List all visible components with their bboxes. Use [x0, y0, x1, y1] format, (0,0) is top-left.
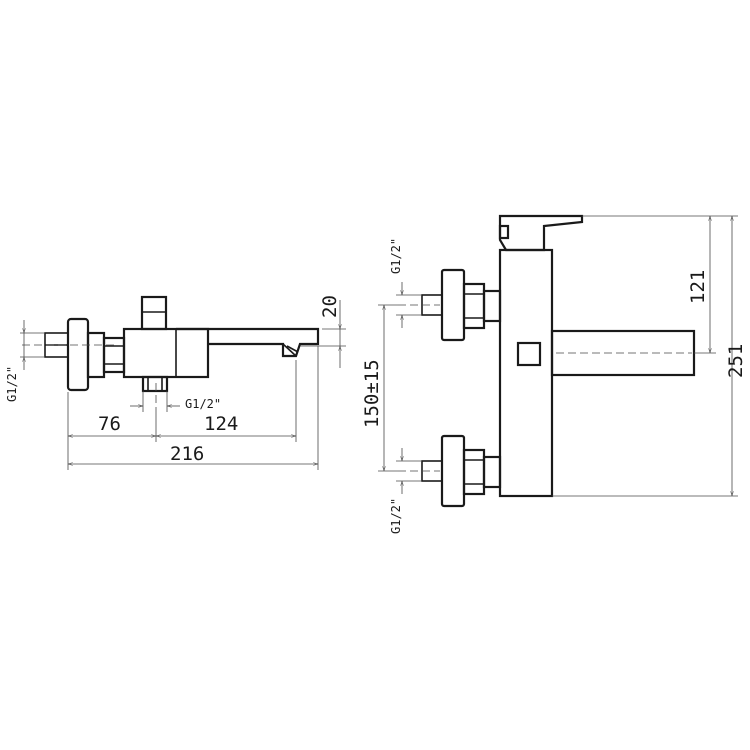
dim-20-label: 20 — [319, 295, 341, 318]
side-shower-outlet — [141, 375, 169, 393]
front-view — [398, 214, 696, 508]
front-top-nut-inner — [482, 289, 502, 323]
side-outlet-thread-label: G1/2" — [185, 397, 221, 411]
front-main-body — [498, 248, 554, 498]
side-diverter-knob — [140, 295, 168, 331]
side-view-dimensions — [20, 300, 346, 470]
front-lever-handle — [498, 214, 584, 252]
side-inlet-thread-label: G1/2" — [5, 366, 19, 402]
side-view — [22, 295, 320, 412]
front-lever-pivot — [498, 224, 510, 240]
front-top-flange — [440, 268, 466, 342]
front-view-dimensions — [378, 215, 738, 497]
front-top-nut-outer — [462, 282, 486, 330]
front-bottom-thread-label: G1/2" — [389, 498, 403, 534]
side-connector-nut — [102, 336, 126, 374]
dim-124-label: 124 — [204, 413, 238, 435]
dim-121-label: 121 — [687, 270, 709, 304]
side-spout — [176, 327, 320, 358]
side-wall-flange — [66, 317, 90, 392]
front-diverter-square — [516, 341, 542, 367]
front-top-thread-label: G1/2" — [389, 238, 403, 274]
side-main-body — [122, 327, 210, 379]
side-connector-ring — [86, 331, 106, 379]
dim-150-label: 150±15 — [361, 359, 383, 428]
dim-216-label: 216 — [170, 443, 204, 465]
dim-251-label: 251 — [725, 344, 747, 378]
front-bottom-nut-outer — [462, 448, 486, 496]
front-bottom-flange — [440, 434, 466, 508]
dim-76-label: 76 — [98, 413, 121, 435]
front-bottom-nut-inner — [482, 455, 502, 489]
